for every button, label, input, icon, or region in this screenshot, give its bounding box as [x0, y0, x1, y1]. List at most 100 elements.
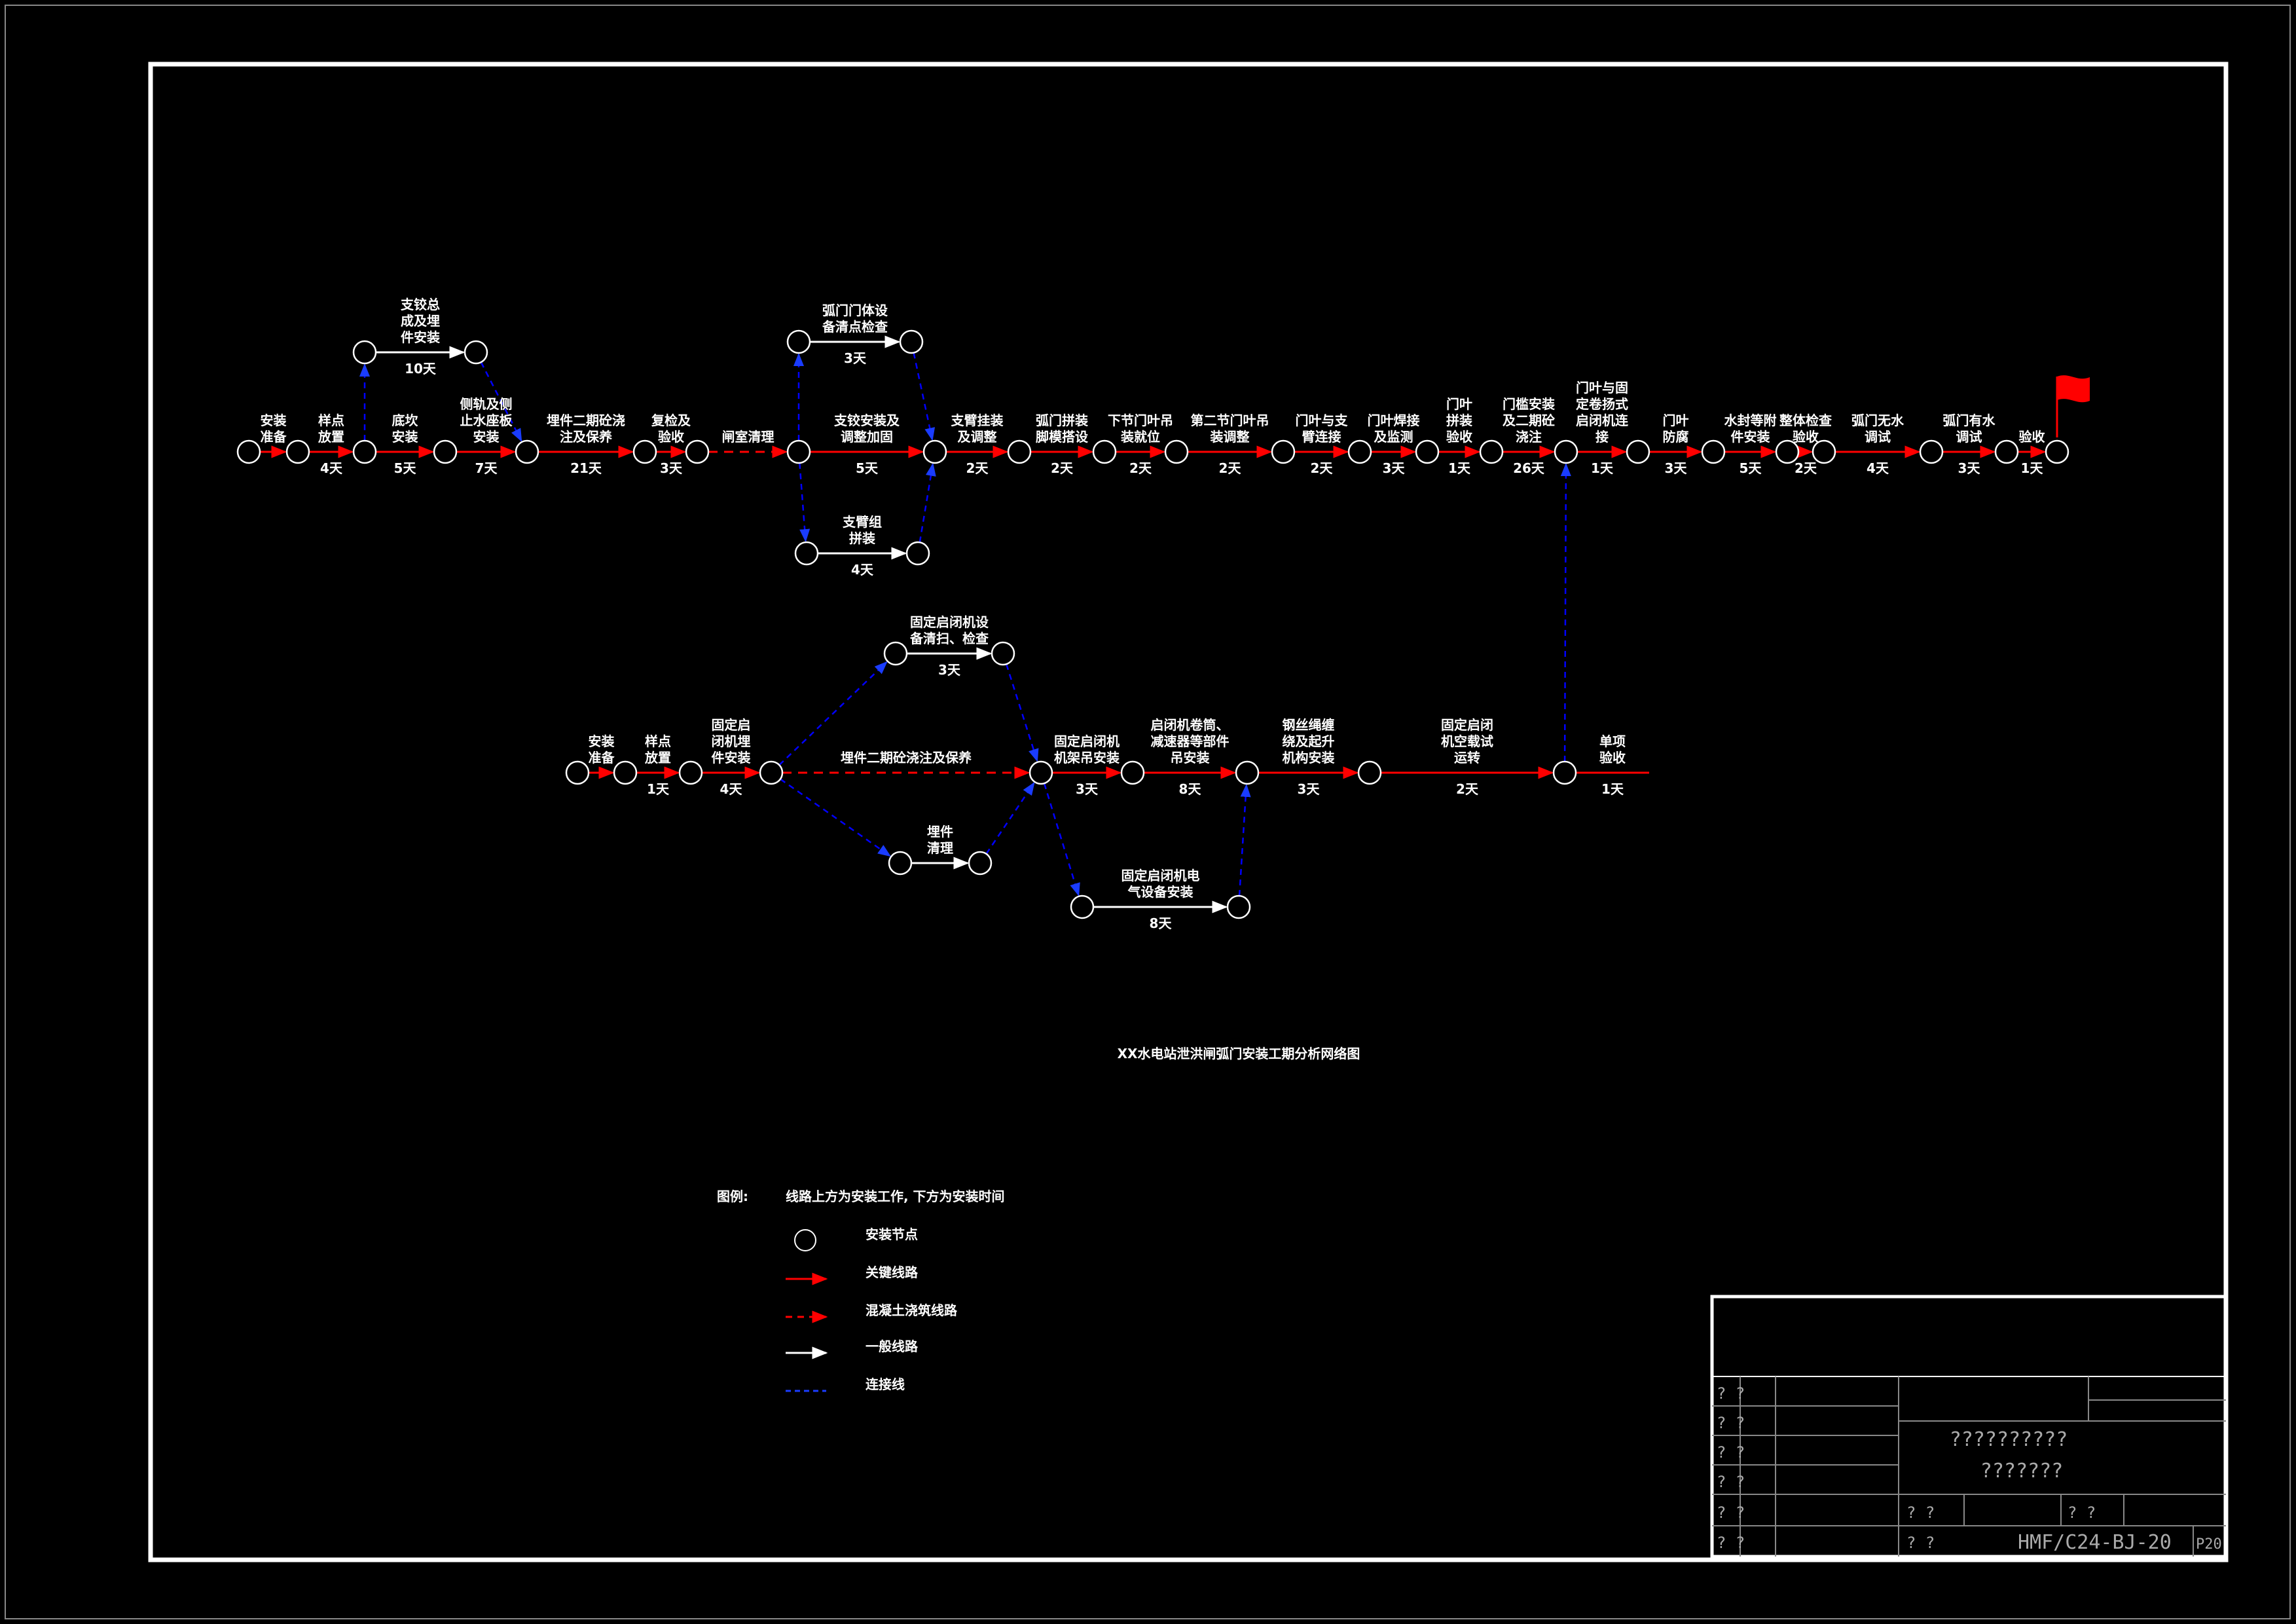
- activity-label: 放置: [318, 429, 344, 445]
- activity-label: 成及埋: [401, 313, 440, 329]
- activity-label: 埋件二期砼浇: [547, 413, 625, 428]
- activity-label: 备清点检查: [822, 319, 888, 335]
- activity-label: 拼装: [849, 530, 875, 546]
- activity-duration: 3天: [1958, 460, 1981, 476]
- activity-duration: 10天: [405, 361, 437, 377]
- activity-label: 固定启闭机: [1054, 733, 1120, 749]
- event-node: [794, 541, 819, 566]
- tb-q-1: ? ?: [1717, 1384, 1745, 1403]
- activity-label: 机构安装: [1283, 750, 1335, 766]
- connector-lines: [359, 352, 1571, 896]
- connector-line: [1560, 462, 1571, 762]
- event-node: [899, 329, 924, 354]
- activity-duration: 2天: [966, 460, 989, 476]
- activity-duration: 8天: [1179, 781, 1202, 797]
- activity-label: 支铰总: [401, 297, 440, 312]
- outer-border: [5, 5, 2291, 1619]
- activity-duration: 4天: [851, 562, 874, 578]
- activity-label: 闭机埋: [712, 733, 751, 749]
- event-node: [1029, 760, 1053, 785]
- legend-connector-label: 连接线: [866, 1376, 905, 1392]
- activity-label: 运转: [1454, 750, 1480, 766]
- event-node: [1070, 895, 1095, 919]
- event-node: [1235, 760, 1260, 785]
- tb-q-4: ? ?: [1717, 1473, 1745, 1491]
- tb-q-3: ? ?: [1717, 1443, 1745, 1462]
- activity-lines: [260, 335, 2047, 913]
- activity-label: 弧门门体设: [822, 303, 888, 318]
- activity-label: 验收: [1446, 429, 1472, 445]
- activity-duration: 1天: [1601, 781, 1624, 797]
- event-node: [1701, 439, 1726, 464]
- event-node: [685, 439, 710, 464]
- activity-label: 钢丝绳缠: [1283, 717, 1335, 733]
- activity-duration: 1天: [2021, 460, 2044, 476]
- event-node: [1092, 439, 1117, 464]
- drawing-name-line-1: ??????????: [1950, 1428, 2068, 1451]
- drawing-frame: [148, 62, 2229, 1562]
- activity-label: 固定启闭: [1441, 717, 1493, 733]
- activity-label: 及调整: [958, 429, 997, 445]
- event-node: [613, 760, 638, 785]
- activity-label: 准备: [261, 429, 287, 445]
- activity-label: 整体检查: [1779, 413, 1832, 428]
- activity-label: 脚模搭设: [1036, 429, 1088, 445]
- activity-label: 门槛安装: [1503, 396, 1555, 412]
- event-node: [1226, 895, 1251, 919]
- finish-flag-icon: [2056, 375, 2090, 437]
- event-nodes: [236, 329, 2069, 919]
- event-node: [565, 760, 590, 785]
- legend-critical-label: 关键线路: [866, 1264, 919, 1280]
- activity-label: 固定启闭机电: [1121, 868, 1200, 883]
- activity-label: 样点: [645, 733, 671, 749]
- event-node: [968, 851, 993, 876]
- activity-label: 闸室清理: [722, 429, 774, 445]
- event-node: [786, 329, 811, 354]
- connector-line: [1043, 783, 1080, 896]
- activity-label: 支臂组: [843, 514, 882, 530]
- activity-duration: 5天: [856, 460, 879, 476]
- activity-labels: 安装准备样点放置4天底坎安装5天侧轨及侧止水座板安装7天埋件二期砼浇注及保养21…: [261, 297, 2045, 931]
- activity-duration: 4天: [1867, 460, 1889, 476]
- activity-label: 第二节门叶吊: [1191, 413, 1269, 428]
- activity-label: 启闭机连: [1576, 413, 1629, 428]
- event-node: [433, 439, 458, 464]
- activity-label: 门叶: [1663, 413, 1689, 428]
- tb-q-8: ? ?: [2068, 1504, 2096, 1522]
- event-node: [1775, 439, 1800, 464]
- activity-label: 安装: [392, 429, 418, 445]
- activity-label: 放置: [644, 750, 671, 766]
- activity-duration: 2天: [1795, 460, 1817, 476]
- activity-label: 减速器等部件: [1151, 733, 1230, 749]
- activity-label: 浇注: [1516, 429, 1542, 445]
- event-node: [888, 851, 913, 876]
- event-node: [786, 439, 811, 464]
- tb-q-6: ? ?: [1717, 1534, 1745, 1552]
- event-node: [991, 641, 1015, 666]
- event-node: [1415, 439, 1440, 464]
- activity-duration: 3天: [1076, 781, 1099, 797]
- event-node: [1552, 760, 1577, 785]
- activity-label: 臂连接: [1302, 429, 1341, 445]
- event-node: [759, 760, 784, 785]
- legend: 图例: 线路上方为安装工作, 下方为安装时间 安装节点 关键线路 混凝土浇筑线路…: [717, 1189, 1005, 1392]
- event-node: [1919, 439, 1944, 464]
- activity-label: 机架吊安装: [1054, 750, 1120, 766]
- activity-label: 件安装: [401, 329, 440, 345]
- event-node: [883, 641, 908, 666]
- page-number: P20: [2196, 1536, 2222, 1553]
- activity-label: 防腐: [1663, 429, 1689, 445]
- activity-label: 接: [1595, 429, 1609, 445]
- event-node: [1271, 439, 1296, 464]
- event-node: [515, 439, 539, 464]
- activity-label: 装就位: [1120, 429, 1160, 445]
- activity-label: 定卷扬式: [1576, 396, 1628, 412]
- activity-label: 门叶与固: [1576, 380, 1628, 396]
- event-node: [2045, 439, 2069, 464]
- activity-duration: 1天: [1591, 460, 1614, 476]
- connector-line: [919, 462, 936, 543]
- legend-general-label: 一般线路: [866, 1338, 919, 1354]
- activity-duration: 2天: [1129, 460, 1152, 476]
- event-node: [922, 439, 947, 464]
